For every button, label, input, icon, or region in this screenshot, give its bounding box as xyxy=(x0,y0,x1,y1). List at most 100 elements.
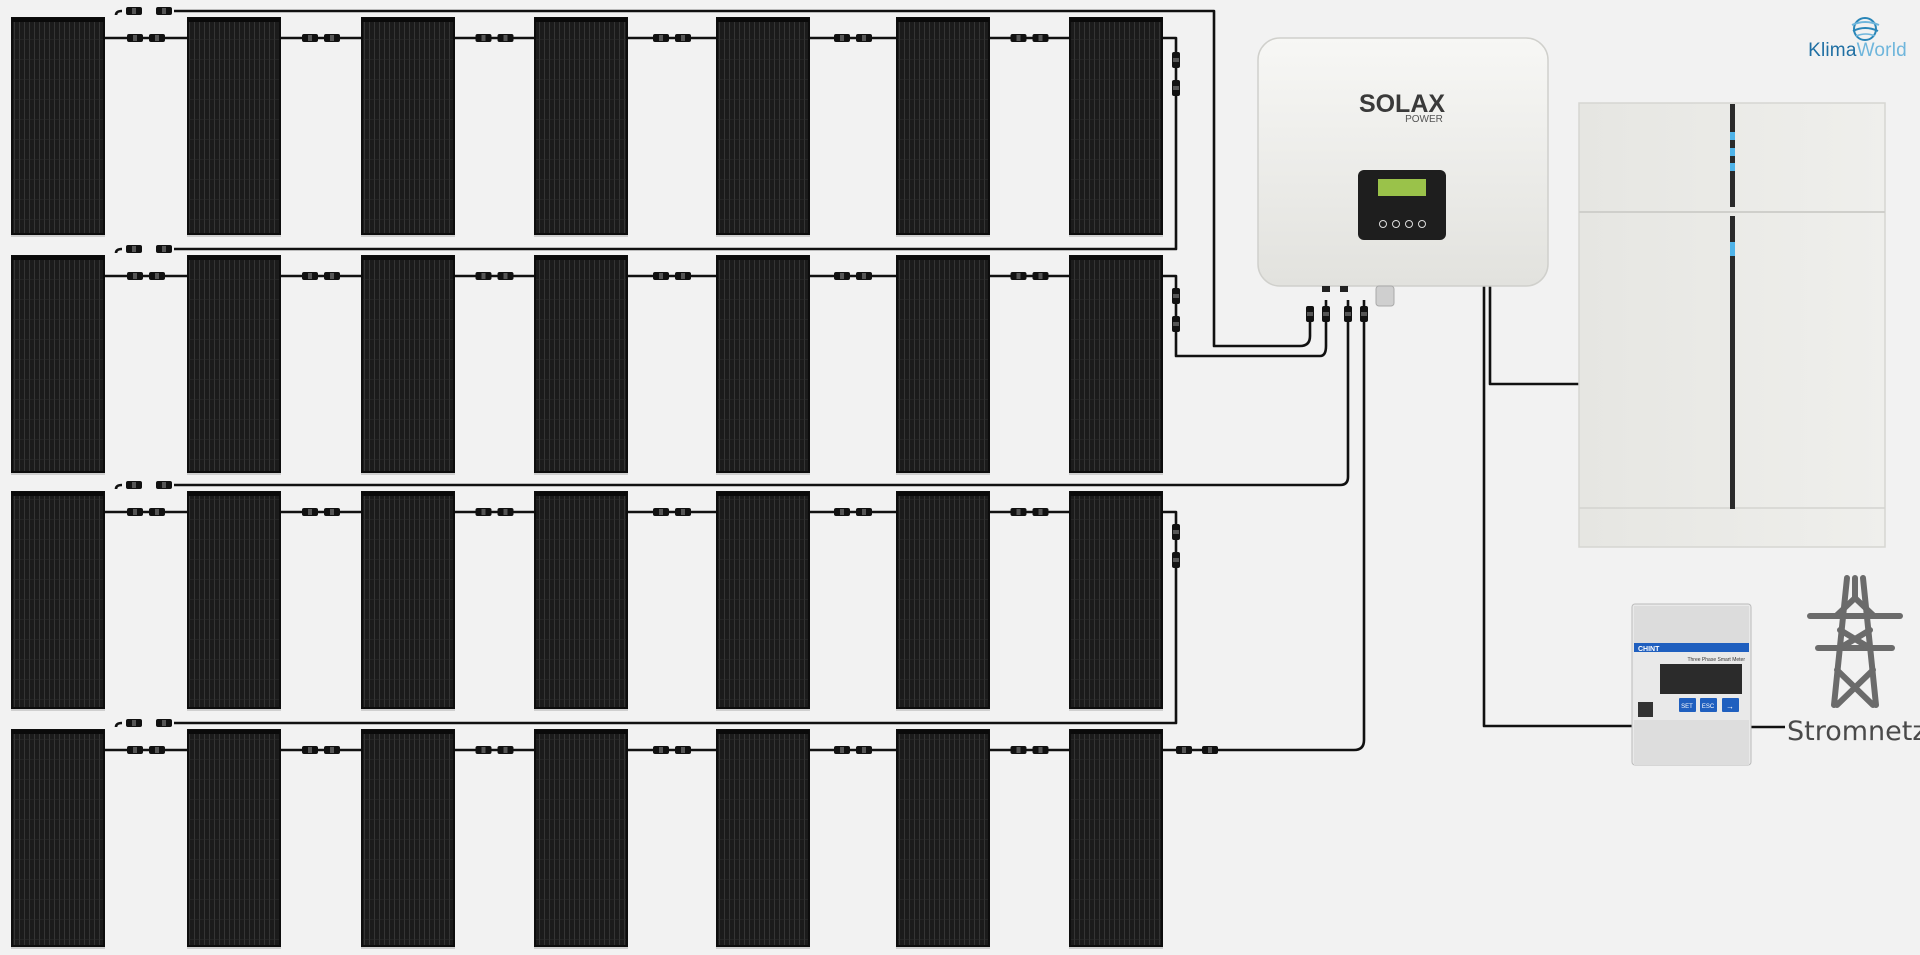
mc4-connector-ring xyxy=(132,8,136,14)
solar-panel xyxy=(896,255,990,473)
inverter-button xyxy=(1418,220,1426,228)
meter-brand: CHINT xyxy=(1638,646,1660,653)
mc4-connector-ring xyxy=(1016,273,1021,279)
mc4-connector-ring xyxy=(481,273,486,279)
solar-panel xyxy=(1069,255,1163,473)
solar-panel xyxy=(716,491,810,709)
mc4-connector-ring xyxy=(840,273,844,279)
mc4-connector-ring xyxy=(659,747,663,753)
solar-panel-frame xyxy=(188,256,280,260)
solar-panel xyxy=(187,491,281,709)
mc4-connector-ring xyxy=(481,35,486,41)
solar-panel-frame xyxy=(897,256,989,260)
solar-panel-frame xyxy=(1070,730,1162,734)
mc4-connector-ring xyxy=(659,35,663,41)
solar-panel xyxy=(716,255,810,473)
meter-qr xyxy=(1638,702,1653,717)
mc4-connector-ring xyxy=(659,509,663,515)
solar-panel-frame xyxy=(188,18,280,22)
solar-panel-frame xyxy=(12,492,104,496)
dc-cabling xyxy=(104,9,1785,752)
meter-set-label: SET xyxy=(1681,704,1693,710)
power-pylon-icon xyxy=(1807,575,1903,708)
battery-led xyxy=(1730,242,1735,256)
mc4-connector-ring xyxy=(132,482,136,488)
grid-label: Stromnetz xyxy=(1787,716,1920,747)
solar-panel-frame xyxy=(897,18,989,22)
mc4-connector-ring xyxy=(308,509,312,515)
solar-panel-frame xyxy=(362,492,454,496)
mc4-connector-ring xyxy=(1208,747,1212,753)
mc4-connector-ring xyxy=(132,246,136,252)
solar-panel-frame xyxy=(717,492,809,496)
mc4-connector-ring xyxy=(1323,312,1329,316)
solar-panel xyxy=(896,491,990,709)
meter-set-button xyxy=(1679,698,1696,712)
battery-led-strip xyxy=(1730,216,1735,509)
mc4-connector-ring xyxy=(308,747,312,753)
hybrid-inverter: SOLAX POWER xyxy=(1257,37,1549,307)
mc4-connector-ring xyxy=(162,482,166,488)
solar-panel xyxy=(11,17,105,235)
solar-panel xyxy=(1069,491,1163,709)
meter-next-button xyxy=(1722,698,1739,712)
mc4-connector-ring xyxy=(1038,35,1043,41)
mc4-connector-ring xyxy=(133,747,137,753)
mc4-connector-ring xyxy=(840,509,844,515)
mc4-connector-ring xyxy=(1016,35,1021,41)
pv-panel-array xyxy=(11,17,1163,949)
brand-wordmark-part2: World xyxy=(1856,40,1907,61)
solar-panel xyxy=(1069,17,1163,235)
globe-icon xyxy=(1851,17,1880,41)
dc-cable xyxy=(114,9,123,16)
inverter-button xyxy=(1392,220,1400,228)
solar-panel-frame xyxy=(188,730,280,734)
mc4-connector-ring xyxy=(330,509,334,515)
smart-meter: CHINT Three Phase Smart Meter SET ESC → xyxy=(1631,603,1752,766)
mc4-connector-ring xyxy=(659,273,663,279)
dc-cable xyxy=(114,247,123,254)
solar-panel-frame xyxy=(1070,492,1162,496)
mc4-connector-ring xyxy=(503,747,508,753)
mc4-connector-ring xyxy=(1307,312,1313,316)
solar-panel-frame xyxy=(717,730,809,734)
mc4-connector-ring xyxy=(681,35,685,41)
solar-panel xyxy=(1069,729,1163,947)
mc4-connector-ring xyxy=(1173,58,1179,62)
solar-panel-frame xyxy=(535,730,627,734)
brand-wordmark-part1: Klima xyxy=(1808,40,1857,61)
solar-panel xyxy=(361,17,455,235)
mc4-connector-ring xyxy=(840,747,844,753)
solar-panel xyxy=(11,491,105,709)
dc-cable xyxy=(1488,286,1579,386)
solar-panel xyxy=(716,17,810,235)
solar-panel xyxy=(534,255,628,473)
solar-panel-frame xyxy=(717,256,809,260)
solar-panel-frame xyxy=(1070,18,1162,22)
solar-panel-frame xyxy=(188,492,280,496)
mc4-connector-ring xyxy=(1016,509,1021,515)
solar-panel xyxy=(896,729,990,947)
mc4-connector-ring xyxy=(155,509,159,515)
solar-panel-frame xyxy=(12,256,104,260)
mc4-connector-ring xyxy=(155,35,159,41)
mc4-connector-ring xyxy=(308,35,312,41)
mc4-connector-ring xyxy=(481,747,486,753)
meter-esc-label: ESC xyxy=(1702,704,1715,710)
solar-panel xyxy=(896,17,990,235)
dc-cable xyxy=(174,36,1178,251)
mc4-connector-ring xyxy=(1173,322,1179,326)
mc4-connector-ring xyxy=(862,747,866,753)
mc4-connector-ring xyxy=(1173,294,1179,298)
solar-panel xyxy=(534,729,628,947)
solar-panel-frame xyxy=(535,256,627,260)
inverter-button xyxy=(1405,220,1413,228)
inverter-brand: SOLAX xyxy=(1359,90,1445,118)
mc4-connector-ring xyxy=(308,273,312,279)
mc4-connector-ring xyxy=(162,8,166,14)
mc4-connector-ring xyxy=(1173,86,1179,90)
dc-cable xyxy=(174,510,1178,725)
mc4-connectors xyxy=(126,7,1368,754)
mc4-connector-ring xyxy=(330,35,334,41)
solar-panel xyxy=(187,255,281,473)
